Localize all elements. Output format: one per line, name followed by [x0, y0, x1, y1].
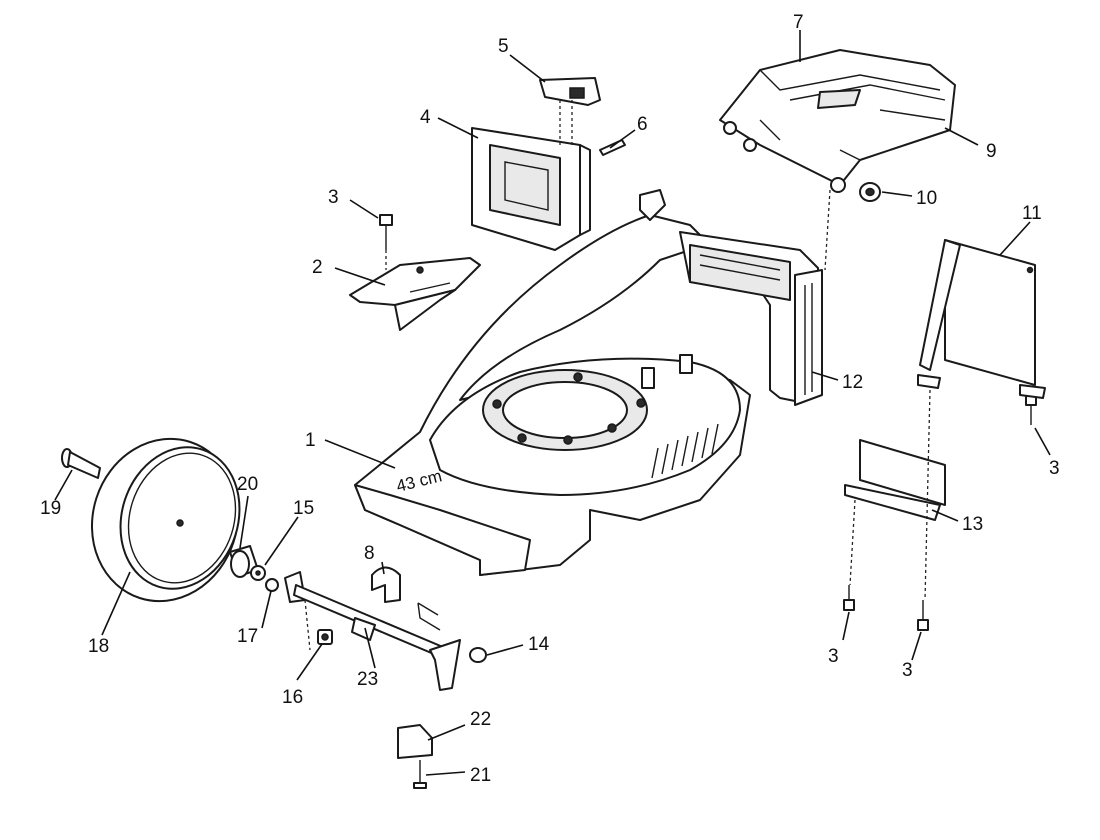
part-5-latch — [539, 77, 601, 106]
part-15-washer — [250, 565, 266, 581]
callout-10: 10 — [916, 188, 937, 209]
callout-17: 17 — [237, 626, 258, 647]
part-10-bush — [830, 177, 881, 202]
callout-2: 2 — [312, 257, 323, 278]
part-17-washer — [265, 578, 279, 592]
callout-21: 21 — [470, 765, 491, 786]
part-3-screw-bottom-right — [917, 600, 929, 631]
callout-9: 9 — [986, 141, 997, 162]
part-3-screw-right — [1025, 394, 1037, 425]
part-19-wheel-bolt — [61, 448, 101, 479]
callout-19: 19 — [40, 498, 61, 519]
part-4-chute-frame — [471, 127, 591, 251]
callout-15: 15 — [293, 498, 314, 519]
part-21-screw — [413, 760, 427, 789]
callout-12: 12 — [842, 372, 863, 393]
callout-22: 22 — [470, 709, 491, 730]
callout-6: 6 — [637, 114, 648, 135]
part-7-bag-lid — [719, 49, 956, 186]
callout-4: 4 — [420, 107, 431, 128]
callout-labels: 1 2 3 3 3 3 4 5 6 7 8 9 10 11 12 13 14 1… — [40, 12, 1060, 786]
callout-3-bottom-mid: 3 — [828, 646, 839, 667]
part-6-pin — [599, 139, 626, 156]
part-14-nut — [469, 647, 487, 663]
part-23-axle — [284, 571, 461, 691]
callout-3-right: 3 — [1049, 458, 1060, 479]
part-8-clip — [371, 566, 401, 603]
part-13-flap-bracket — [844, 439, 946, 521]
callout-1: 1 — [305, 430, 316, 451]
callout-13: 13 — [962, 514, 983, 535]
part-3-screw-bottom-mid — [843, 585, 855, 611]
callout-23: 23 — [357, 669, 378, 690]
callout-7: 7 — [793, 12, 804, 33]
deck-side-vents — [651, 423, 719, 479]
part-1-deck: 43 cm — [354, 189, 823, 576]
callout-8: 8 — [364, 543, 375, 564]
callout-5: 5 — [498, 36, 509, 57]
callout-11: 11 — [1022, 203, 1042, 224]
callout-20: 20 — [237, 474, 258, 495]
callout-14: 14 — [528, 634, 550, 655]
part-16-nut — [317, 629, 333, 645]
part-3-screw-top-left — [379, 214, 393, 250]
callout-3-top-left: 3 — [328, 187, 339, 208]
part-2-deflector-plate — [349, 257, 481, 331]
callout-3-bottom-right: 3 — [902, 660, 913, 681]
part-18-wheel — [90, 437, 241, 603]
leader-lines — [54, 30, 1051, 776]
part-22-bracket — [397, 724, 433, 759]
callout-18: 18 — [88, 636, 109, 657]
part-11-rear-flap — [917, 239, 1046, 399]
callout-16: 16 — [282, 687, 303, 708]
